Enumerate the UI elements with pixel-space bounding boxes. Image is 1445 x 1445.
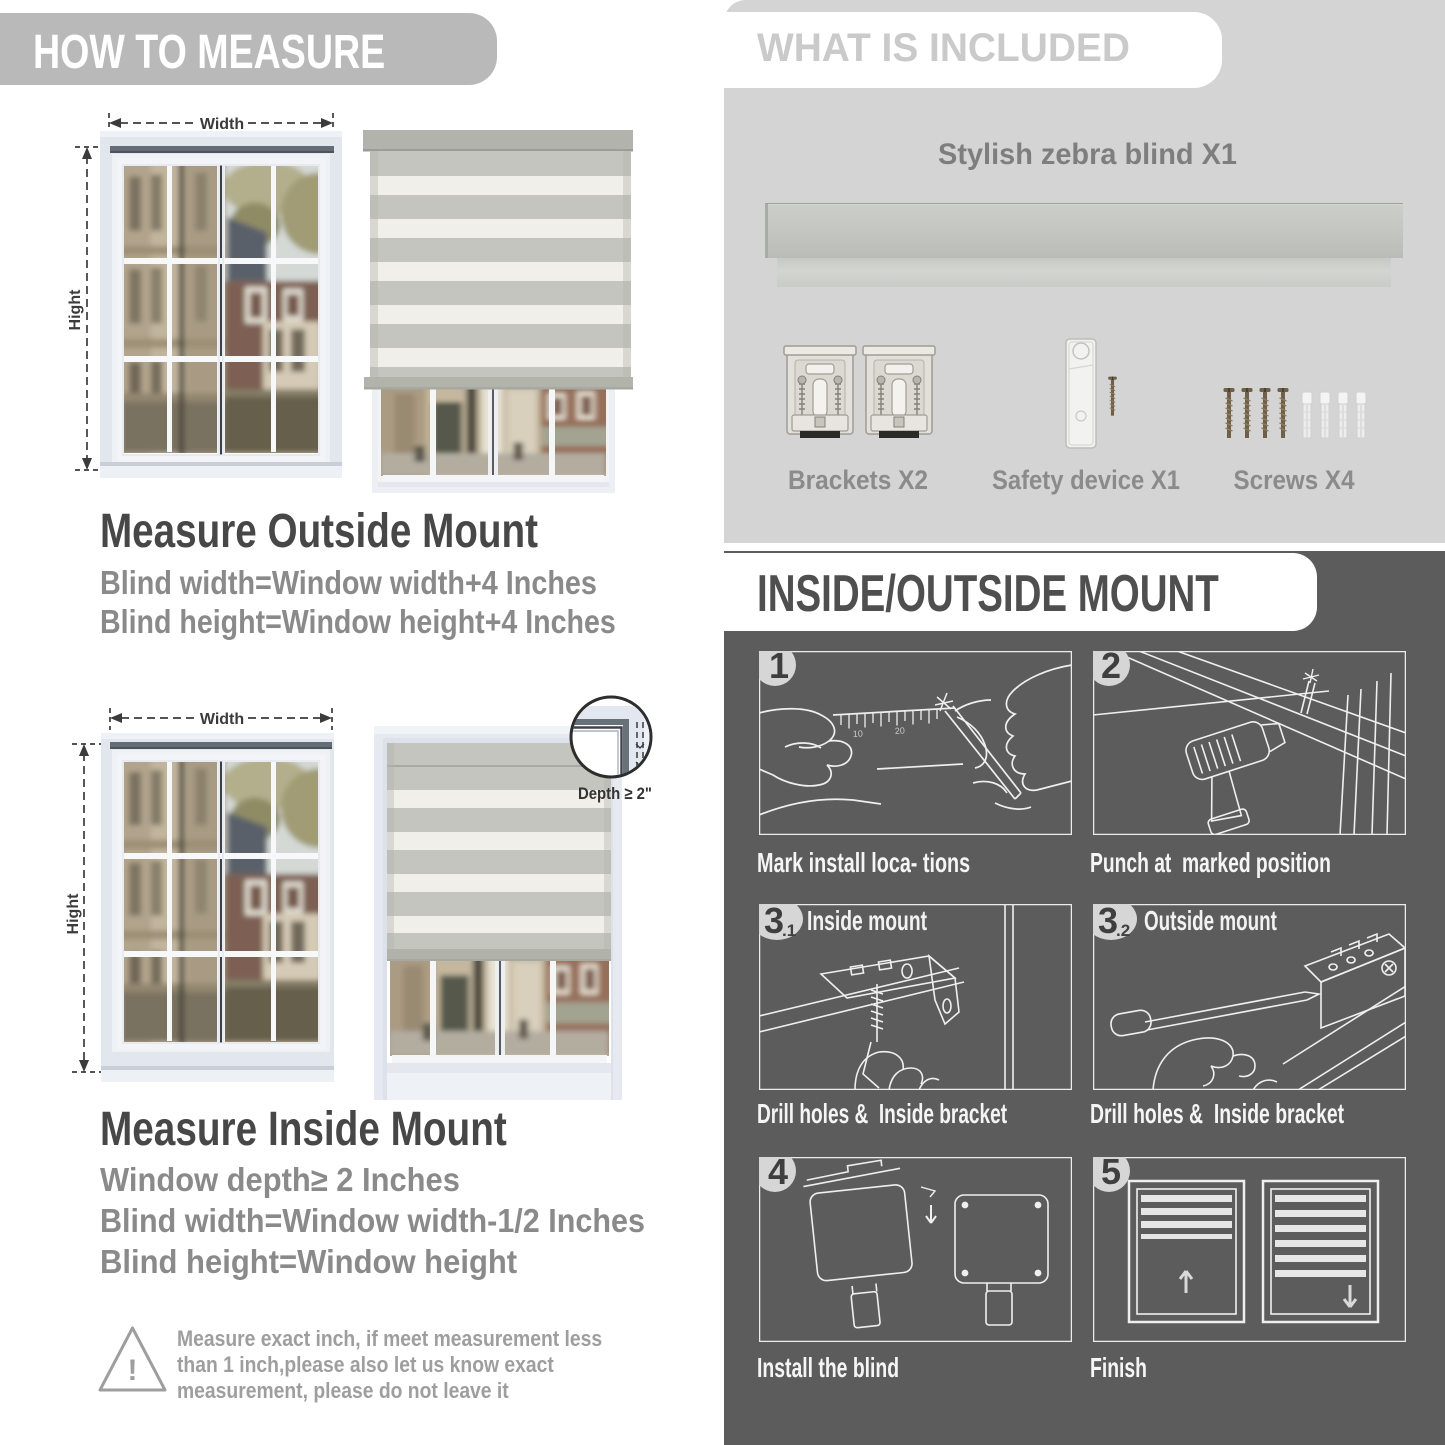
svg-text:Width: Width (200, 116, 244, 133)
svg-text:Hight: Hight (67, 289, 84, 331)
svg-text:!: ! (128, 1354, 138, 1387)
svg-text:Depth ≥ 2": Depth ≥ 2" (578, 784, 652, 803)
svg-text:3: 3 (1098, 900, 1118, 941)
svg-text:3: 3 (764, 900, 784, 941)
svg-text:20: 20 (895, 725, 906, 736)
svg-text:.2: .2 (1116, 921, 1130, 940)
svg-text:4: 4 (768, 1151, 788, 1192)
svg-text:Hight: Hight (65, 893, 82, 935)
svg-text:.1: .1 (782, 921, 796, 940)
svg-text:5: 5 (1101, 1151, 1121, 1192)
svg-text:10: 10 (853, 728, 864, 739)
svg-text:Width: Width (200, 711, 244, 728)
svg-text:2: 2 (1101, 645, 1121, 686)
svg-text:1: 1 (769, 645, 789, 686)
